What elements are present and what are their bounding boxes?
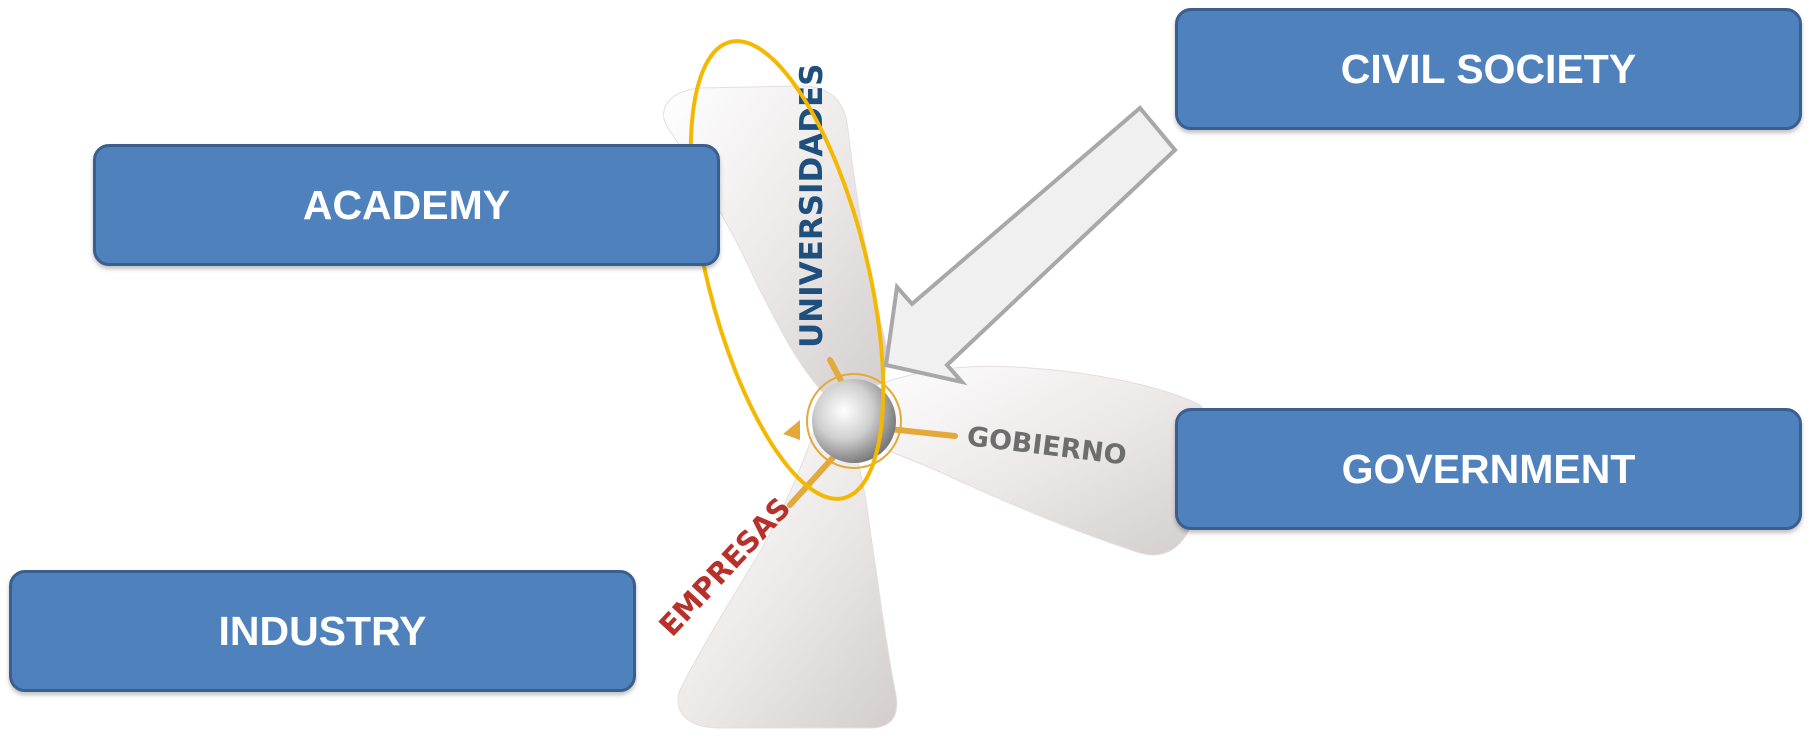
label-box-civil-society: CIVIL SOCIETY (1175, 8, 1802, 130)
spoke-notch (783, 420, 800, 440)
label-civil-society: CIVIL SOCIETY (1340, 45, 1637, 92)
hub-ring (806, 373, 902, 469)
label-box-industry: INDUSTRY (9, 570, 636, 692)
blade-label-universidades: UNIVERSIDADES (794, 63, 830, 348)
civil-society-arrow (883, 105, 1178, 386)
label-box-academy: ACADEMY (93, 144, 720, 266)
label-industry: INDUSTRY (218, 607, 427, 654)
highlight-ellipse (688, 39, 886, 501)
propeller-hub (812, 379, 896, 463)
label-government: GOVERNMENT (1341, 445, 1636, 492)
label-academy: ACADEMY (302, 181, 511, 228)
label-box-government: GOVERNMENT (1175, 408, 1802, 530)
propeller-blade-right (844, 365, 1210, 556)
propeller-blade-left (677, 429, 898, 729)
